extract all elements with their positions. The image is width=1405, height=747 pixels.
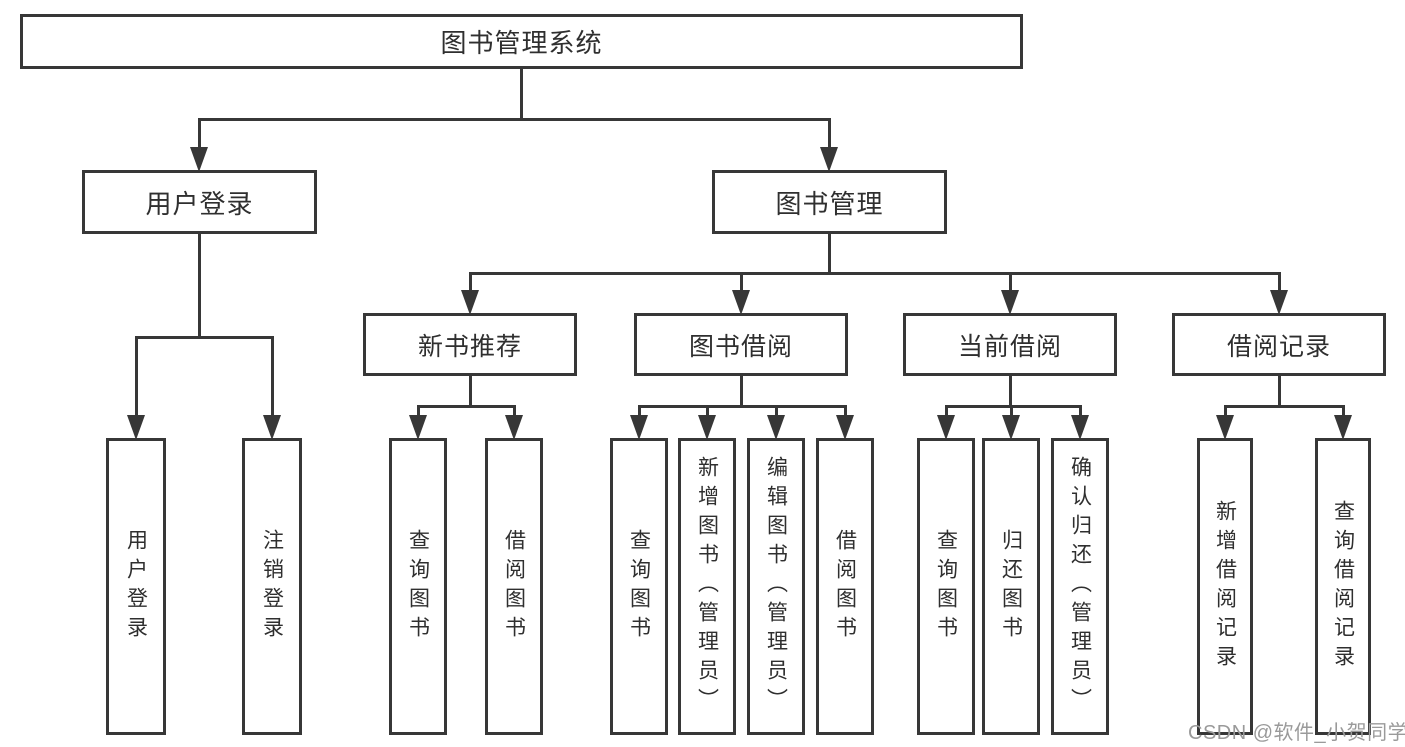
- leaf-borrow-books-borrowing: 借阅图书: [816, 438, 874, 735]
- leaf-confirm-return-admin: 确认归还（管理员）: [1051, 438, 1109, 735]
- leaf-query-borrow-record: 查询借阅记录: [1315, 438, 1371, 735]
- arrow-down-icon: [1216, 415, 1234, 440]
- arrow-to-book-mgmt: [828, 118, 831, 152]
- arrow-down-icon: [409, 415, 427, 440]
- leaf-add-borrow-record: 新增借阅记录: [1197, 438, 1253, 735]
- arrow-to-records: [1278, 272, 1281, 295]
- connector-root-split: [198, 118, 831, 121]
- arrow-down-icon: [1002, 415, 1020, 440]
- connector-current-stem: [1009, 376, 1012, 405]
- arrow-down-icon: [190, 147, 208, 172]
- arrow-to-leaf: [638, 405, 641, 420]
- arrow-down-icon: [767, 415, 785, 440]
- connector-records-split: [1224, 405, 1345, 408]
- arrow-to-leaf: [417, 405, 420, 420]
- connector-user-login-split: [135, 336, 274, 339]
- connector-records-stem: [1278, 376, 1281, 405]
- arrow-down-icon: [127, 415, 145, 440]
- connector-borrowing-stem: [740, 376, 743, 405]
- leaf-logout: 注销登录: [242, 438, 302, 735]
- arrow-to-leaf-logout: [271, 336, 274, 420]
- arrow-to-recommend: [469, 272, 472, 295]
- connector-current-split: [945, 405, 1082, 408]
- arrow-down-icon: [1071, 415, 1089, 440]
- leaf-user-login: 用户登录: [106, 438, 166, 735]
- arrow-down-icon: [505, 415, 523, 440]
- connector-recommend-stem: [469, 376, 472, 405]
- arrow-down-icon: [937, 415, 955, 440]
- arrow-to-user-login: [198, 118, 201, 152]
- leaf-borrow-books-recommend: 借阅图书: [485, 438, 543, 735]
- arrow-to-leaf: [1342, 405, 1345, 420]
- connector-user-login-stem: [198, 234, 201, 336]
- leaf-query-books-current: 查询图书: [917, 438, 975, 735]
- arrow-down-icon: [732, 290, 750, 315]
- csdn-watermark: CSDN @软件_小贺同学: [1188, 722, 1405, 744]
- node-library-system: 图书管理系统: [20, 14, 1023, 69]
- arrow-to-borrowing: [740, 272, 743, 295]
- arrow-to-leaf: [844, 405, 847, 420]
- arrow-to-leaf: [706, 405, 709, 420]
- node-current-borrowing: 当前借阅: [903, 313, 1117, 376]
- connector-book-mgmt-split: [469, 272, 1281, 275]
- arrow-down-icon: [1270, 290, 1288, 315]
- arrow-down-icon: [836, 415, 854, 440]
- node-borrowing-records: 借阅记录: [1172, 313, 1386, 376]
- leaf-query-books-recommend: 查询图书: [389, 438, 447, 735]
- node-user-login: 用户登录: [82, 170, 317, 234]
- arrow-down-icon: [1334, 415, 1352, 440]
- arrow-down-icon: [263, 415, 281, 440]
- leaf-add-books-admin: 新增图书（管理员）: [678, 438, 736, 735]
- leaf-query-books-borrowing: 查询图书: [610, 438, 668, 735]
- arrow-down-icon: [461, 290, 479, 315]
- arrow-to-leaf: [1010, 405, 1013, 420]
- connector-borrowing-split: [638, 405, 847, 408]
- arrow-to-leaf: [1224, 405, 1227, 420]
- leaf-return-books: 归还图书: [982, 438, 1040, 735]
- arrow-to-leaf: [945, 405, 948, 420]
- connector-root-stem: [520, 69, 523, 118]
- node-book-borrowing: 图书借阅: [634, 313, 848, 376]
- arrow-to-current: [1009, 272, 1012, 295]
- arrow-down-icon: [630, 415, 648, 440]
- connector-recommend-split: [417, 405, 516, 408]
- node-new-book-recommend: 新书推荐: [363, 313, 577, 376]
- arrow-to-leaf: [1079, 405, 1082, 420]
- node-book-management: 图书管理: [712, 170, 947, 234]
- connector-book-mgmt-stem: [828, 234, 831, 272]
- arrow-to-leaf: [513, 405, 516, 420]
- arrow-down-icon: [820, 147, 838, 172]
- leaf-edit-books-admin: 编辑图书（管理员）: [747, 438, 805, 735]
- arrow-down-icon: [1001, 290, 1019, 315]
- arrow-down-icon: [698, 415, 716, 440]
- arrow-to-leaf: [775, 405, 778, 420]
- arrow-to-leaf-user-login: [135, 336, 138, 420]
